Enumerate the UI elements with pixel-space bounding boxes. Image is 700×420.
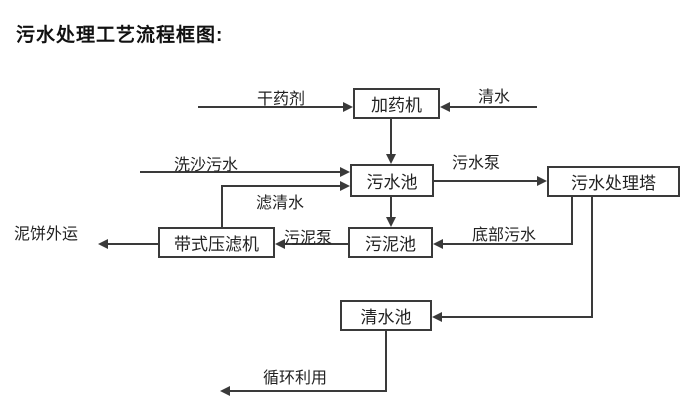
- label-bottom-sewage: 底部污水: [472, 227, 537, 244]
- node-sludge-pool: 污泥池: [348, 227, 433, 258]
- label-dry-agent: 干药剂: [257, 91, 306, 108]
- edge-bottom-sewage-vline: [571, 196, 573, 245]
- label-filtered-water: 滤清水: [256, 195, 305, 212]
- arrowhead-left-icon: [432, 312, 442, 322]
- edge-filtered-water-line: [221, 185, 340, 187]
- arrowhead-left-icon: [275, 239, 285, 249]
- edge-mud-cake-line: [108, 243, 158, 245]
- arrowhead-left-icon: [433, 239, 443, 249]
- label-sand-wash-sewage: 洗沙污水: [174, 157, 239, 174]
- label-recycle-use: 循环利用: [263, 370, 328, 387]
- edge-sewage-pump-line: [434, 180, 537, 182]
- arrowhead-down-icon: [386, 217, 396, 227]
- label-sewage-pump: 污水泵: [452, 155, 501, 172]
- node-sludge-pool-label: 污泥池: [365, 235, 416, 254]
- edge-tower-to-clear-line: [442, 316, 593, 318]
- node-treatment-tower-label: 污水处理塔: [571, 174, 656, 193]
- node-clear-water-pool-label: 清水池: [360, 308, 412, 327]
- label-clear-water: 清水: [478, 89, 511, 106]
- edge-tower-to-clear-vline: [591, 196, 593, 318]
- node-belt-filter-press-label: 带式压滤机: [174, 235, 259, 254]
- arrowhead-left-icon: [220, 386, 230, 396]
- node-dosing-machine: 加药机: [353, 88, 440, 119]
- edge-filtered-water-vline: [221, 186, 223, 227]
- node-dosing-machine-label: 加药机: [371, 96, 422, 115]
- edge-sewage-to-sludge-line: [390, 197, 392, 218]
- arrowhead-right-icon: [340, 167, 350, 177]
- label-mud-cake-out: 泥饼外运: [14, 226, 79, 243]
- arrowhead-right-icon: [340, 181, 350, 191]
- arrowhead-left-icon: [98, 239, 108, 249]
- edge-sand-wash-line: [140, 171, 340, 173]
- edge-recycle-vline: [385, 331, 387, 392]
- edge-clear-water-line: [450, 106, 537, 108]
- label-sludge-pump: 污泥泵: [284, 230, 333, 247]
- edge-bottom-sewage-line: [443, 243, 573, 245]
- edge-dosing-to-sewage-line: [390, 119, 392, 155]
- edge-sludge-pump-line: [285, 243, 348, 245]
- node-clear-water-pool: 清水池: [340, 300, 432, 331]
- node-treatment-tower: 污水处理塔: [547, 166, 680, 197]
- page-title: 污水处理工艺流程框图:: [16, 25, 224, 46]
- node-sewage-pool-label: 污水池: [366, 173, 418, 192]
- edge-recycle-line: [230, 390, 387, 392]
- arrowhead-left-icon: [440, 102, 450, 112]
- node-sewage-pool: 污水池: [350, 164, 434, 197]
- node-belt-filter-press: 带式压滤机: [158, 227, 275, 258]
- edge-dry-agent-line: [198, 106, 344, 108]
- arrowhead-right-icon: [537, 176, 547, 186]
- arrowhead-down-icon: [386, 154, 396, 164]
- arrowhead-right-icon: [343, 102, 353, 112]
